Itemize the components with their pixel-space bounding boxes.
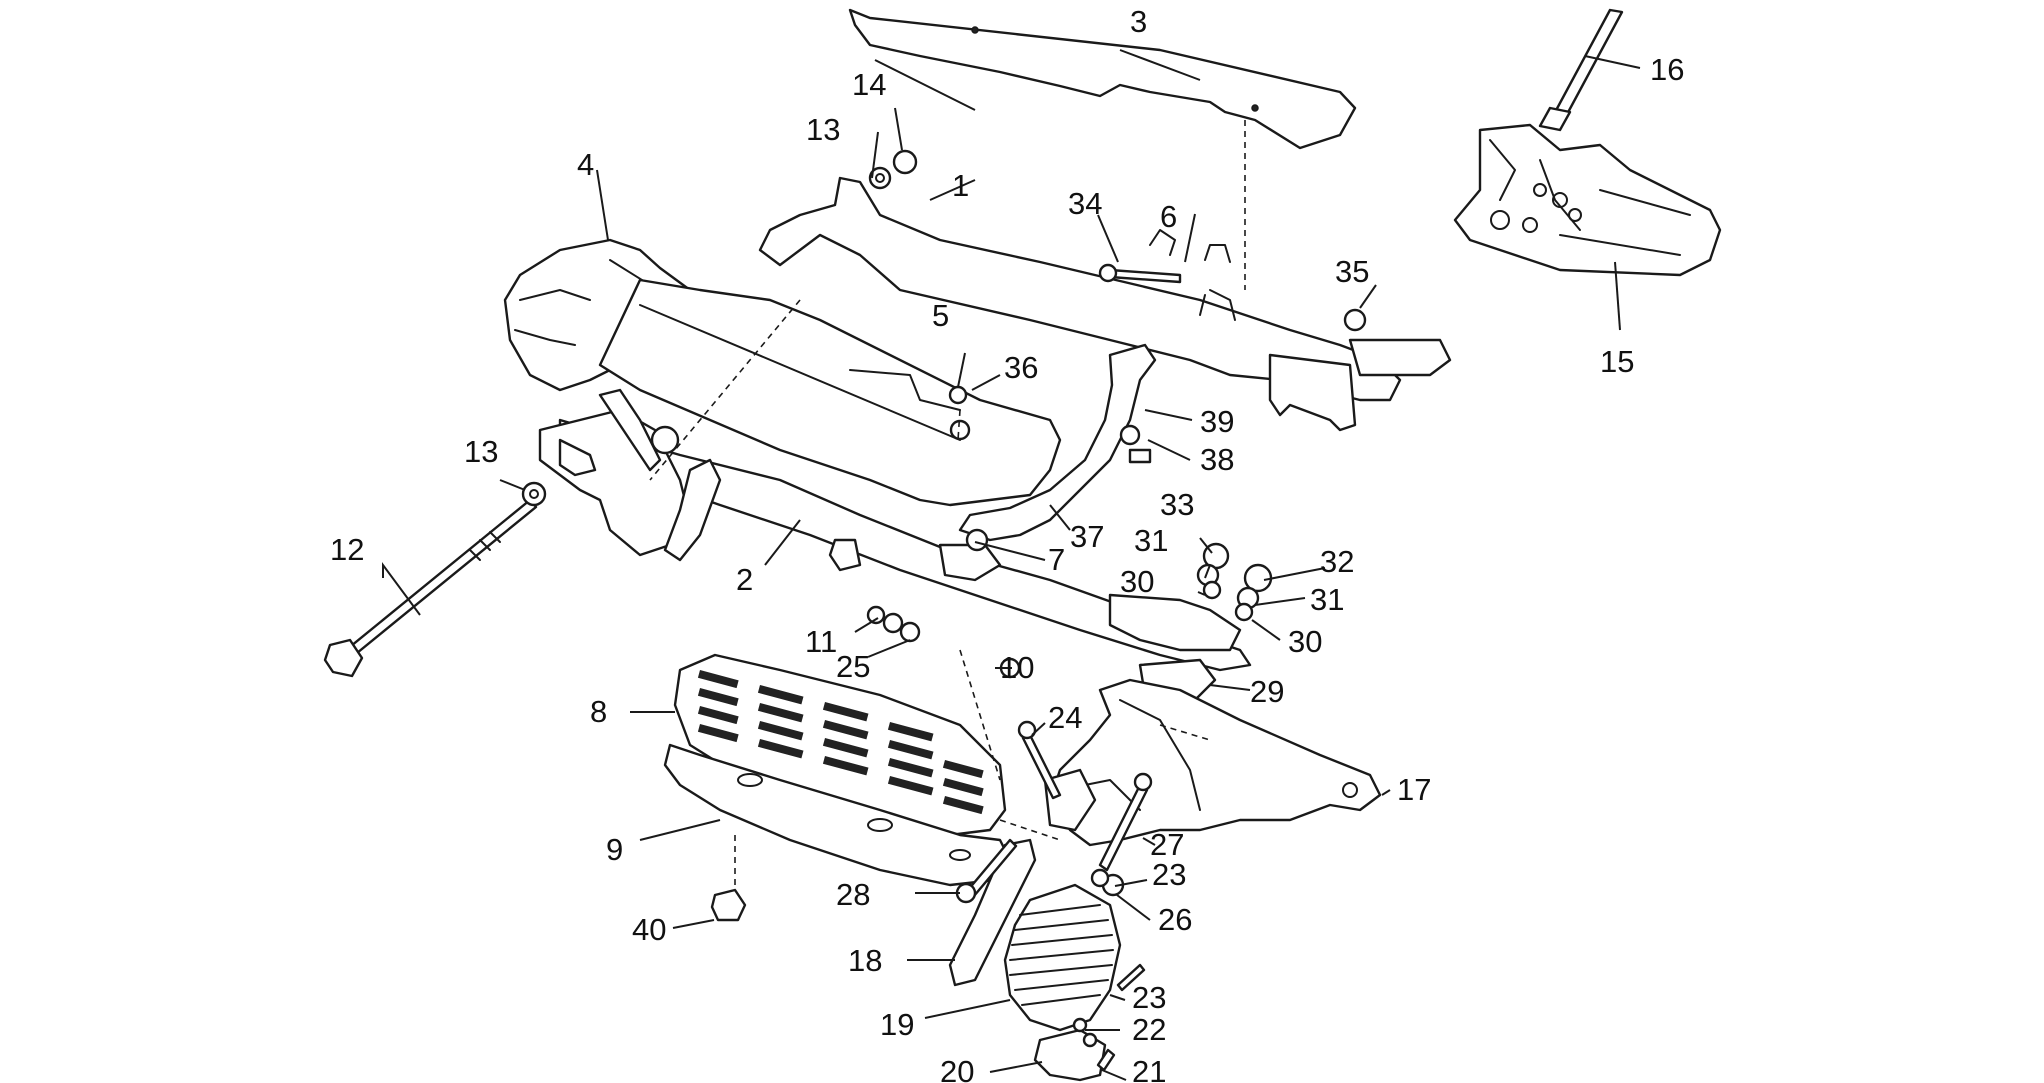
callout-label: 34: [1068, 186, 1102, 221]
part-main-beam: [598, 278, 1062, 507]
callout-label: 3: [1130, 4, 1147, 39]
callout-label: 40: [632, 912, 666, 947]
callout-label: 31: [1134, 523, 1168, 558]
part-cover-plate: [848, 8, 1357, 150]
callout-label: 9: [606, 832, 623, 867]
callout-label: 24: [1048, 700, 1082, 735]
callout-label: 31: [1310, 582, 1344, 617]
part-rear-bracket: [1453, 123, 1722, 277]
callout-label: 26: [1158, 902, 1192, 937]
callout-label: 18: [848, 943, 882, 978]
callout-label: 29: [1250, 674, 1284, 709]
callout-label: 2: [736, 562, 753, 597]
callout-label: 25: [836, 649, 870, 684]
part-upper-frame: [758, 176, 1452, 432]
callout-label: 16: [1650, 52, 1684, 87]
callout-label: 19: [880, 1007, 914, 1042]
callout-label: 32: [1320, 544, 1354, 579]
callout-label: 33: [1160, 487, 1194, 522]
callout-label: 13: [806, 112, 840, 147]
callout-label: 7: [1048, 542, 1065, 577]
callout-label: 28: [836, 877, 870, 912]
part-footboard: [673, 653, 1007, 837]
hardware-bolts: [955, 263, 1182, 1072]
callout-label: 17: [1397, 772, 1431, 807]
callout-label: 27: [1150, 827, 1184, 862]
callout-label: 23: [1152, 857, 1186, 892]
part-pedal-rubber: [1003, 883, 1122, 1032]
callout-label: 39: [1200, 404, 1234, 439]
callout-label: 8: [590, 694, 607, 729]
part-side-bracket: [1043, 678, 1382, 847]
callout-label: 13: [464, 434, 498, 469]
callout-label: 21: [1132, 1054, 1166, 1083]
callout-label: 37: [1070, 519, 1104, 554]
callout-label: 10: [1000, 650, 1034, 685]
callout-label: 4: [577, 147, 594, 182]
part-lower-frame: [538, 388, 1252, 702]
callout-label: 22: [1132, 1012, 1166, 1047]
callout-label: 14: [852, 67, 886, 102]
callout-label: 6: [1160, 199, 1177, 234]
part-pin: [1538, 8, 1624, 132]
leader-lines: [382, 49, 1641, 1081]
callout-label: 12: [330, 532, 364, 567]
callout-label: 5: [932, 298, 949, 333]
callout-label: 36: [1004, 350, 1038, 385]
part-pedal-arm: [948, 838, 1037, 987]
callout-label: 38: [1200, 442, 1234, 477]
part-long-bolt: [323, 498, 538, 678]
callout-label: 30: [1120, 564, 1154, 599]
callout-label: 20: [940, 1054, 974, 1083]
callout-label: 15: [1600, 344, 1634, 379]
callout-label: 23: [1132, 980, 1166, 1015]
callout-label: 35: [1335, 254, 1369, 289]
callout-label: 11: [805, 624, 837, 659]
alignment-lines: [649, 120, 1246, 885]
callout-label: 1: [952, 168, 969, 203]
callout-labels: 1 2 3 4 5 6 7 8 9 10 11 12 13 13 14 15 1…: [330, 4, 1684, 1083]
callout-label: 30: [1288, 624, 1322, 659]
part-curved-strap: [958, 343, 1157, 542]
